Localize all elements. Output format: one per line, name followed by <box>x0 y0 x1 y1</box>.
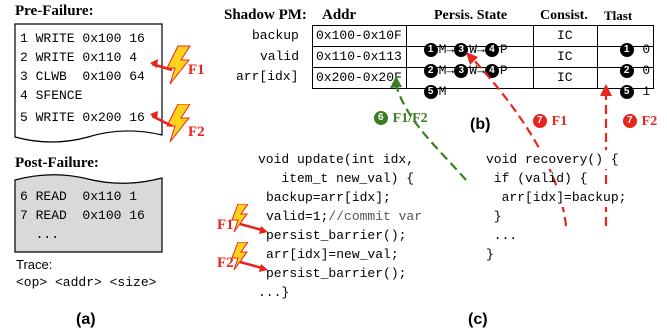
addr-arr-idx: 0x200-0x20F <box>316 70 402 85</box>
step-badge: 1 <box>619 42 634 57</box>
addr-backup: 0x100-0x10F <box>316 28 402 43</box>
step-badge: 3 <box>454 63 469 78</box>
green-arrow-label: 6 F1/F2 <box>366 93 428 127</box>
pre-failure-line-2: 2 WRITE 0x110 4 <box>20 50 138 65</box>
post-failure-line-3: ... <box>20 227 60 242</box>
state-letter: M <box>438 63 447 78</box>
state-letter: M <box>438 84 447 99</box>
pre-failure-title: Pre-Failure: <box>15 3 94 19</box>
arrow-icon: → <box>477 42 485 57</box>
consist-arr-idx: IC <box>557 70 573 85</box>
step-badge-green: 6 <box>373 111 388 126</box>
step-badge-red: 7 <box>622 114 637 129</box>
header-persis-state: Persis. State <box>434 8 508 23</box>
step-badge: 1 <box>423 42 438 57</box>
header-addr: Addr <box>322 7 357 23</box>
state-letter: W <box>469 63 478 78</box>
update-code-line-1: void update(int idx, <box>258 152 415 167</box>
tlast-backup: 1 0 <box>604 27 650 57</box>
caption-b: (b) <box>470 116 491 133</box>
trace-label: Trace: <box>16 257 53 272</box>
consist-valid: IC <box>557 49 573 64</box>
update-code-line-3: backup=arr[idx]; <box>266 190 391 205</box>
code-f2-label: F2 <box>217 255 234 271</box>
caption-a: (a) <box>76 311 96 328</box>
recovery-code-line-6: } <box>486 247 494 262</box>
update-code-line-2: item_t new_val) { <box>258 171 415 186</box>
code-f1-lightning-icon <box>231 204 268 234</box>
state-letter: W <box>469 42 478 57</box>
shadow-pm-table <box>312 25 654 89</box>
step-badge: 2 <box>619 63 634 78</box>
post-failure-line-1: 6 READ 0x110 1 <box>20 189 138 204</box>
green-recovery-read-arrow <box>394 83 467 181</box>
failure-f1-lightning-icon <box>150 45 191 85</box>
code-f1-label: F1 <box>217 217 234 233</box>
tlast-valid: 2 0 <box>604 48 650 78</box>
row-label-arr-idx: arr[idx] <box>236 69 299 84</box>
row-label-valid: valid <box>260 49 300 64</box>
update-code-line-8: ...} <box>258 285 290 300</box>
step-badge: 2 <box>423 63 438 78</box>
step-badge-red: 7 <box>532 114 547 129</box>
step-badge: 5 <box>619 84 634 99</box>
step-badge: 3 <box>454 42 469 57</box>
recovery-code-line-2: if (valid) { <box>486 171 588 186</box>
state-letter: P <box>499 63 508 78</box>
pre-failure-line-3: 3 CLWB 0x100 64 <box>20 69 145 84</box>
red-f2-arrowhead-icon <box>600 84 612 96</box>
red-f2-arrow-text: F2 <box>641 114 658 129</box>
red-f1-arrowhead-icon <box>466 52 478 65</box>
post-failure-title: Post-Failure: <box>15 155 99 171</box>
recovery-code-line-3: arr[idx]=backup; <box>486 188 627 207</box>
code-f2-lightning-icon <box>231 242 268 272</box>
addr-valid: 0x110-0x113 <box>316 49 402 64</box>
tlast-value: 0 <box>642 63 651 78</box>
update-code-line-6: arr[idx]=new_val; <box>266 247 399 262</box>
update-code-stmt: valid=1; <box>266 209 329 224</box>
code-comment: //commit var <box>328 209 423 224</box>
tlast-arr-idx: 5 1 <box>604 69 650 99</box>
failure-f2-lightning-icon <box>150 104 191 143</box>
post-failure-line-2: 7 READ 0x100 16 <box>20 208 145 223</box>
tlast-value: 1 <box>642 84 651 99</box>
failure-f1-label: F1 <box>188 62 205 78</box>
green-arrow-text: F1/F2 <box>392 111 428 126</box>
caption-c: (c) <box>468 311 488 328</box>
green-arrowhead-icon <box>390 76 402 88</box>
pre-failure-line-5: 5 WRITE 0x200 16 <box>20 110 145 125</box>
recovery-code-line-1: void recovery() { <box>486 150 619 169</box>
step-badge: 5 <box>423 84 438 99</box>
tlast-value: 0 <box>642 42 651 57</box>
red-f1-arrow-label: 7 F1 <box>525 96 567 130</box>
state-letter: P <box>499 42 508 57</box>
step-badge: 4 <box>484 42 499 57</box>
arrow-icon: → <box>446 42 455 57</box>
pre-failure-line-4: 4 SFENCE <box>20 88 83 103</box>
post-failure-trace-box <box>14 174 163 253</box>
arrow-icon: → <box>477 63 485 78</box>
row-label-backup: backup <box>252 28 299 43</box>
pre-failure-trace-box <box>14 23 163 143</box>
pre-failure-line-1: 1 WRITE 0x100 16 <box>20 31 145 46</box>
recovery-code-line-4: } <box>486 209 502 224</box>
state-letter: M <box>438 42 447 57</box>
trace-format: <op> <addr> <size> <box>16 275 157 290</box>
arrow-icon: → <box>446 63 455 78</box>
red-f1-arrow-text: F1 <box>551 114 568 129</box>
update-code-line-7: persist_barrier(); <box>266 266 407 281</box>
step-badge: 4 <box>484 63 499 78</box>
recovery-code-line-5: ... <box>486 228 518 243</box>
consist-backup: IC <box>557 28 573 43</box>
header-consist: Consist. <box>540 8 588 23</box>
update-code-line-5: persist_barrier(); <box>266 228 407 243</box>
failure-f2-label: F2 <box>188 124 205 140</box>
update-code-line-4: valid=1;//commit var <box>266 207 422 226</box>
red-f2-arrow-label: 7 F2 <box>615 96 657 130</box>
shadow-pm-title: Shadow PM: <box>224 7 307 23</box>
header-tlast: Tlast <box>604 8 633 23</box>
